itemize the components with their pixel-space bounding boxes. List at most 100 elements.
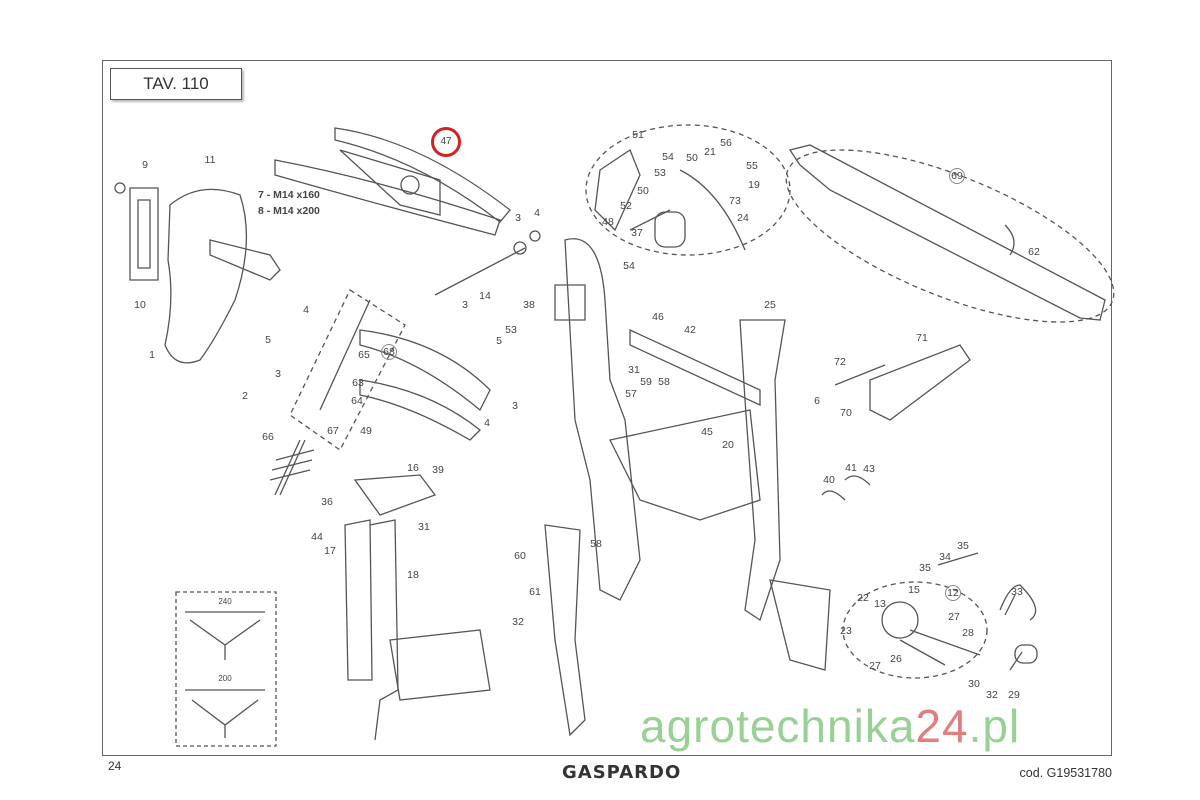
part-16-plate <box>353 474 437 516</box>
part-callout-73: 73 <box>729 194 741 207</box>
part-callout-29: 29 <box>1008 688 1020 701</box>
part-49-arm-lower <box>359 379 481 441</box>
tine-profile-200 <box>185 689 265 738</box>
part-66-spring <box>269 439 315 496</box>
part-callout-53: 53 <box>505 323 517 336</box>
part-callout-57: 57 <box>625 387 637 400</box>
part-callout-51: 51 <box>632 128 644 141</box>
part-28-shaft <box>909 629 981 656</box>
part-61-shank <box>544 524 586 737</box>
part-callout-22: 22 <box>857 591 869 604</box>
part-11-lever <box>209 239 281 281</box>
part-50-pin <box>629 209 671 231</box>
part-callout-15: 15 <box>908 583 920 596</box>
part-callout-23: 23 <box>840 624 852 637</box>
part-32-pin <box>1009 651 1023 671</box>
part-callout-2: 2 <box>242 389 248 402</box>
part-callout-58: 58 <box>590 537 602 550</box>
part-callout-18: 18 <box>407 568 419 581</box>
part-20-arm <box>609 409 761 521</box>
part-callout-32: 32 <box>512 615 524 628</box>
part-callout-70: 70 <box>840 406 852 419</box>
part-14-bolt <box>434 247 526 296</box>
part-callout-3: 3 <box>512 399 518 412</box>
part-17-tooth <box>344 519 373 681</box>
part-33-spring <box>999 584 1037 621</box>
part-callout-45: 45 <box>701 425 713 438</box>
part-main-frame <box>564 238 641 601</box>
watermark: agrotechnika24.pl <box>640 703 1020 749</box>
watermark-accent: 24 <box>915 700 969 752</box>
part-41-clip <box>844 475 871 486</box>
part-callout-66: 66 <box>262 430 274 443</box>
part-callout-59: 59 <box>640 375 652 388</box>
part-callout-11: 11 <box>204 153 216 166</box>
part-callout-64: 64 <box>351 394 363 407</box>
part-callout-13: 13 <box>874 597 886 610</box>
part-callout-10: 10 <box>134 298 146 311</box>
part-callout-52: 52 <box>620 199 632 212</box>
drawing-frame <box>102 60 1112 756</box>
part-callout-20: 20 <box>722 438 734 451</box>
part-callout-46: 46 <box>652 310 664 323</box>
part-callout-55: 55 <box>746 159 758 172</box>
part-65-rod <box>319 299 371 411</box>
part-69-bar <box>788 144 1106 321</box>
part-callout-49: 49 <box>360 424 372 437</box>
bolt-spec-label: 8 - M14 x200 <box>258 205 320 217</box>
part-62-clip <box>1004 224 1015 256</box>
part-callout-27: 27 <box>948 610 960 623</box>
coulter-block <box>389 629 491 701</box>
part-callout-28: 28 <box>962 626 974 639</box>
tine-profile-inset <box>175 591 277 747</box>
part-47-arm <box>274 159 501 236</box>
part-callout-36: 36 <box>321 495 333 508</box>
part-callout-54: 54 <box>623 259 635 272</box>
part-callout-35: 35 <box>957 539 969 552</box>
part-callout-69: 69 <box>949 168 965 184</box>
part-callout-6: 6 <box>814 394 820 407</box>
part-38-bush <box>554 284 586 321</box>
part-callout-58: 58 <box>658 375 670 388</box>
part-callout-47: 47 <box>431 127 461 157</box>
part-callout-63: 63 <box>352 376 364 389</box>
part-callout-41: 41 <box>845 461 857 474</box>
part-callout-44: 44 <box>311 530 323 543</box>
part-callout-5: 5 <box>265 333 271 346</box>
part-callout-9: 9 <box>142 158 148 171</box>
tine-profile-240 <box>185 611 265 660</box>
part-callout-3: 3 <box>275 367 281 380</box>
brand-logo: GASPARDO <box>562 762 682 783</box>
part-callout-53: 53 <box>654 166 666 179</box>
part-callout-50: 50 <box>686 151 698 164</box>
part-47-bush <box>400 175 420 195</box>
part-47-crossbar <box>339 149 441 216</box>
part-callout-40: 40 <box>823 473 835 486</box>
part-9-nut <box>114 182 126 194</box>
part-callout-12: 12 <box>945 585 961 601</box>
part-callout-43: 43 <box>863 462 875 475</box>
part-10-bracket <box>129 187 159 281</box>
part-callout-17: 17 <box>324 544 336 557</box>
detail-group-12-outline <box>842 581 988 679</box>
part-callout-4: 4 <box>303 303 309 316</box>
part-callout-25: 25 <box>764 298 776 311</box>
part-26-shaft <box>899 639 946 666</box>
dimension-200: 200 <box>218 674 232 683</box>
dimension-240: 240 <box>218 597 232 606</box>
part-callout-14: 14 <box>479 289 491 302</box>
part-callout-61: 61 <box>529 585 541 598</box>
part-callout-54: 54 <box>662 150 674 163</box>
part-37-bush <box>654 211 686 248</box>
part-callout-37: 37 <box>631 226 643 239</box>
part-4-nut <box>529 230 541 242</box>
part-callout-31: 31 <box>628 363 640 376</box>
part-71-plate <box>869 344 971 421</box>
part-callout-67: 67 <box>327 424 339 437</box>
part-callout-42: 42 <box>684 323 696 336</box>
part-callout-3: 3 <box>515 211 521 224</box>
part-frame-bar <box>629 328 761 407</box>
part-40-clip <box>821 490 846 501</box>
watermark-text: agrotechnika <box>640 700 916 752</box>
